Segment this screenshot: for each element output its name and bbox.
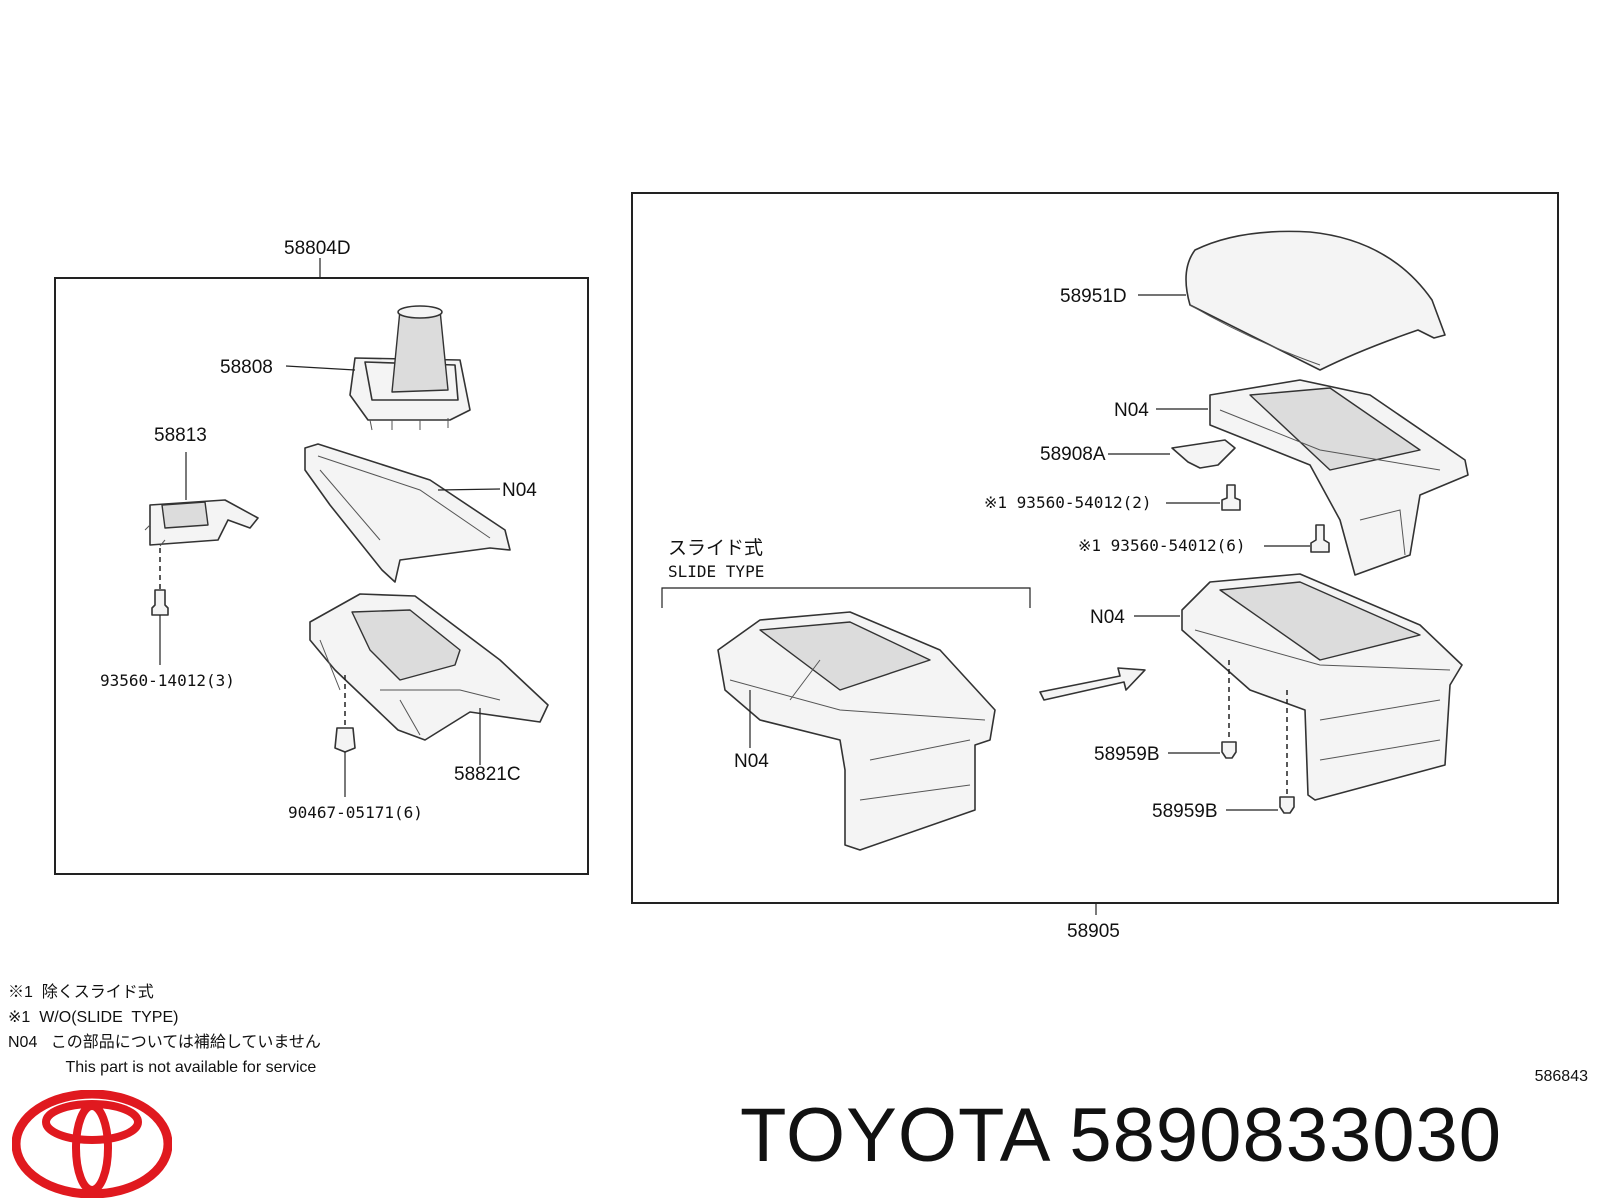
part-trim-frame[interactable]: [304, 443, 511, 583]
label-58821C[interactable]: 58821C: [454, 764, 521, 785]
part-58908A[interactable]: [1171, 439, 1236, 469]
footnotes: ※1 除くスライド式 ※1 W/O(SLIDE TYPE) N04 この部品につ…: [8, 980, 321, 1080]
label-n04-c[interactable]: N04: [734, 751, 769, 772]
reference-code: 586843: [1534, 1068, 1588, 1085]
part-console-plate[interactable]: [309, 593, 549, 741]
footnote-line-2: ※1 W/O(SLIDE TYPE): [8, 1009, 179, 1026]
part-armrest-lid[interactable]: [1185, 230, 1446, 371]
part-lower-console[interactable]: [1181, 573, 1463, 801]
label-93560-14012[interactable]: 93560-14012(3): [100, 671, 235, 690]
group-box-58905: [631, 192, 1559, 904]
slide-type-jp: スライド式: [668, 537, 763, 559]
label-58959B-1[interactable]: 58959B: [1094, 744, 1160, 765]
footnote-line-1: ※1 除くスライド式: [8, 984, 154, 1001]
clip-icon: [334, 727, 356, 753]
label-58959B-2[interactable]: 58959B: [1152, 801, 1218, 822]
label-58905[interactable]: 58905: [1067, 921, 1120, 942]
part-bracket-58813[interactable]: [144, 499, 259, 547]
group-box-58804D: [54, 277, 589, 875]
screw-icon: [1310, 524, 1330, 553]
screw-icon: [1279, 796, 1295, 814]
label-58951D[interactable]: 58951D: [1060, 286, 1127, 307]
label-93560-54012-2[interactable]: ※1 93560-54012(2): [984, 493, 1152, 512]
brand-part-number: TOYOTA 5890833030: [740, 1093, 1503, 1178]
right-arrow-icon: [1039, 667, 1146, 701]
label-n04-a[interactable]: N04: [502, 480, 537, 501]
label-90467-05171[interactable]: 90467-05171(6): [288, 803, 423, 822]
toyota-logo-icon: [12, 1090, 172, 1198]
label-58804D[interactable]: 58804D: [284, 238, 351, 259]
slide-type-en: SLIDE TYPE: [668, 562, 764, 581]
slide-type-bracket: [661, 587, 1031, 608]
screw-icon: [151, 589, 169, 616]
label-n04-b[interactable]: N04: [1114, 400, 1149, 421]
label-58813[interactable]: 58813: [154, 425, 207, 446]
label-n04-d[interactable]: N04: [1090, 607, 1125, 628]
footnote-line-4: This part is not available for service: [8, 1059, 317, 1076]
label-58908A[interactable]: 58908A: [1040, 444, 1106, 465]
part-upper-console[interactable]: [1209, 379, 1469, 576]
part-shift-boot[interactable]: [349, 305, 471, 431]
screw-icon: [1221, 741, 1237, 759]
part-slide-console[interactable]: [717, 611, 996, 851]
label-93560-54012-6[interactable]: ※1 93560-54012(6): [1078, 536, 1246, 555]
footnote-line-3: N04 この部品については補給していません: [8, 1034, 321, 1051]
screw-icon: [1221, 484, 1241, 511]
label-58808[interactable]: 58808: [220, 357, 273, 378]
